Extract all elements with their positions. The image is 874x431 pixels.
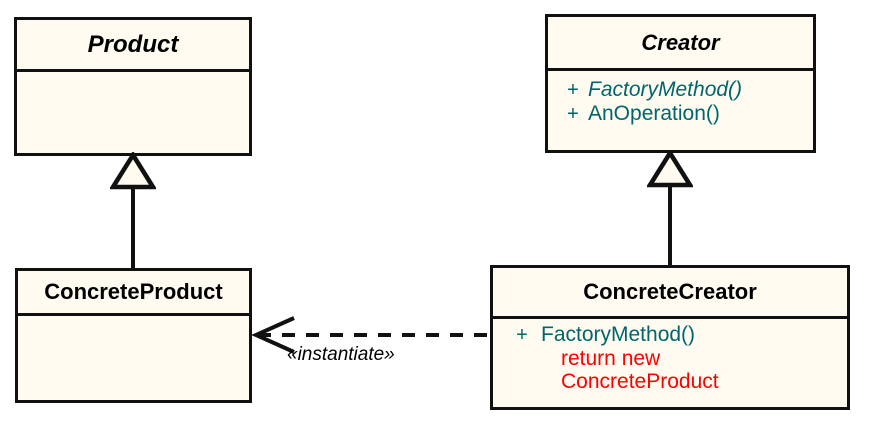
class-box-creator[interactable]: Creator + FactoryMethod() + AnOperation(… [545,14,816,153]
dependency-instantiate-connector [250,300,494,365]
class-name-concrete-creator: ConcreteCreator [493,268,847,319]
generalization-line-creator [668,184,672,267]
member-name: FactoryMethod() [588,78,743,101]
implementation-note-line: return new [561,346,661,370]
class-name-product: Product [17,20,249,72]
class-box-product[interactable]: Product [14,17,252,156]
member-row: + FactoryMethod() [558,78,813,102]
class-members-product [17,72,249,153]
member-name: AnOperation() [588,101,720,125]
class-members-creator: + FactoryMethod() + AnOperation() [548,71,813,150]
dependency-stereotype-label: «instantiate» [287,344,395,365]
class-members-concrete-creator: + FactoryMethod() return new ConcretePro… [493,319,847,407]
member-visibility: + [567,102,579,125]
class-box-concrete-product[interactable]: ConcreteProduct [15,268,252,403]
generalization-line-product [131,186,135,270]
class-name-concrete-product: ConcreteProduct [18,271,249,316]
member-visibility: + [516,324,528,346]
member-visibility: + [567,79,579,101]
class-name-creator: Creator [548,17,813,71]
member-row: + AnOperation() [558,102,813,126]
member-name: FactoryMethod() [541,323,696,346]
implementation-note-line: ConcreteProduct [561,370,719,394]
class-box-concrete-creator[interactable]: ConcreteCreator + FactoryMethod() return… [490,265,850,410]
class-members-concrete-product [18,316,249,400]
member-row: + FactoryMethod() [503,323,847,347]
